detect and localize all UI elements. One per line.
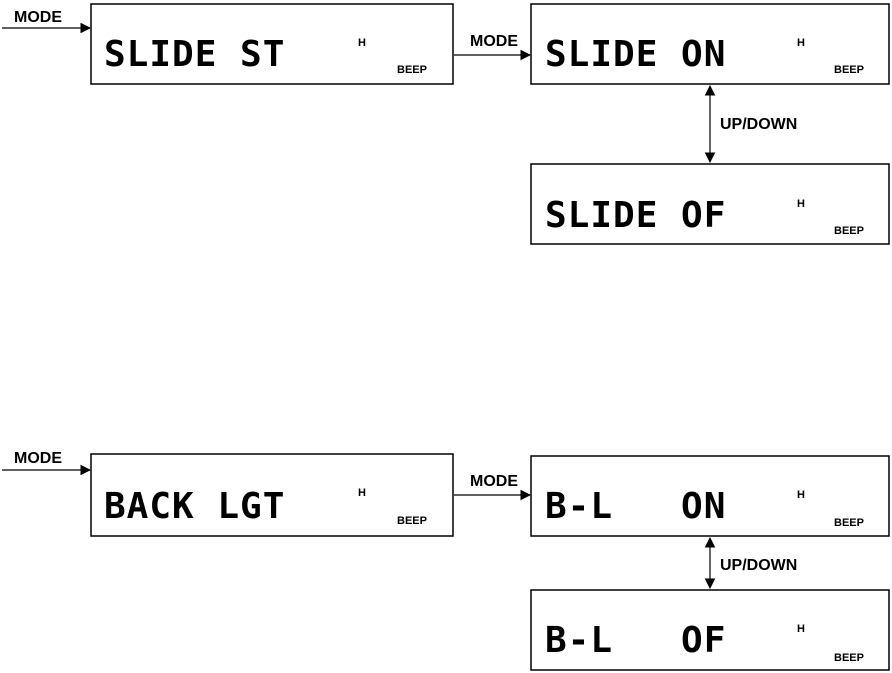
lcd-indicator: H xyxy=(358,487,366,499)
mode-label-1: MODE xyxy=(14,9,62,26)
lcd-indicator: H xyxy=(797,198,805,210)
lcd-indicator: H xyxy=(797,623,805,635)
mode-label-4: MODE xyxy=(470,473,518,490)
lcd-beep: BEEP xyxy=(397,515,427,527)
lcd-indicator: H xyxy=(358,37,366,49)
lcd-text: B-L ON xyxy=(545,486,726,527)
lcd-text: B-L OF xyxy=(545,620,726,661)
lcd-text: BACK LGT xyxy=(104,486,285,527)
lcd-beep: BEEP xyxy=(834,652,864,664)
lcd-bl-of: B-L OF H BEEP xyxy=(531,590,889,670)
lcd-beep: BEEP xyxy=(834,517,864,529)
lcd-slide-on: SLIDE ON H BEEP xyxy=(531,4,889,84)
lcd-slide-of: SLIDE OF H BEEP xyxy=(531,164,889,244)
lcd-bl-on: B-L ON H BEEP xyxy=(531,456,889,536)
lcd-indicator: H xyxy=(797,37,805,49)
lcd-beep: BEEP xyxy=(834,64,864,76)
lcd-text: SLIDE ST xyxy=(104,34,285,75)
lcd-text: SLIDE ON xyxy=(545,34,726,75)
lcd-beep: BEEP xyxy=(834,225,864,237)
updown-label-1: UP/DOWN xyxy=(720,116,797,133)
lcd-indicator: H xyxy=(797,489,805,501)
mode-label-2: MODE xyxy=(470,33,518,50)
updown-label-2: UP/DOWN xyxy=(720,557,797,574)
lcd-beep: BEEP xyxy=(397,64,427,76)
lcd-slide-st: SLIDE ST H BEEP xyxy=(91,4,453,84)
lcd-text: SLIDE OF xyxy=(545,195,726,236)
mode-label-3: MODE xyxy=(14,450,62,467)
lcd-back-lgt: BACK LGT H BEEP xyxy=(91,454,453,536)
